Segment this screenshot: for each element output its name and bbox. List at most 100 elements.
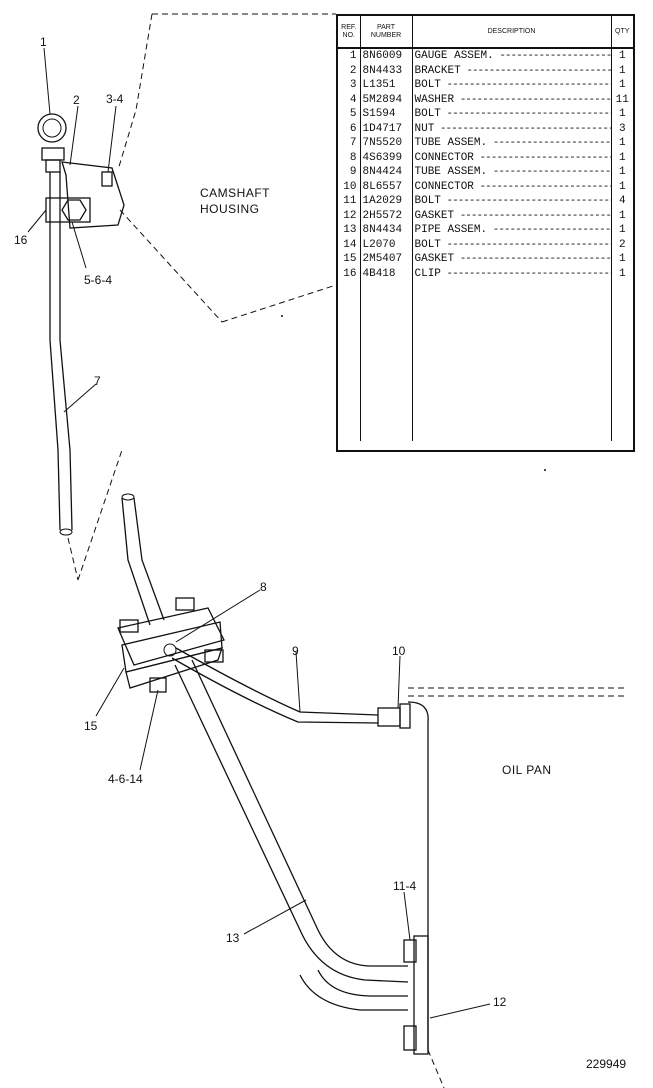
- gauge-assembly: [37, 113, 67, 173]
- blank-cell: [412, 281, 612, 441]
- description-cell: CONNECTOR ------------------------------…: [412, 179, 612, 194]
- description-cell: CONNECTOR ------------------------------…: [412, 150, 612, 165]
- header-ref-no: REF.NO.: [338, 16, 361, 49]
- ref-cell: 8: [338, 150, 361, 165]
- description-cell: BOLT -----------------------------------…: [412, 237, 612, 252]
- qty-cell: 1: [618, 180, 626, 193]
- ref-cell: 13: [338, 223, 361, 238]
- ref-cell: 4: [338, 92, 361, 107]
- qty-cell: 1: [618, 209, 626, 222]
- stray-dot: [281, 315, 283, 317]
- qty-cell: 2: [618, 238, 626, 251]
- qty-cell: 1: [618, 79, 626, 91]
- part-number-cell: 8N4424: [360, 165, 413, 180]
- ref-cell: 9: [338, 165, 361, 180]
- description-cell: BOLT -----------------------------------…: [412, 78, 612, 93]
- qty-cell: 3: [618, 122, 626, 135]
- qty-cell: 1: [618, 253, 626, 265]
- part-number-cell: S1594: [360, 107, 413, 122]
- description-cell: GASKET ---------------------------------…: [412, 208, 612, 223]
- header-description: DESCRIPTION: [412, 16, 612, 49]
- oil-pan-label: OIL PAN: [502, 763, 552, 777]
- ref-cell: 14: [338, 237, 361, 252]
- part-number-cell: 7N5520: [360, 136, 413, 151]
- qty-cell: 1: [618, 108, 626, 120]
- blank-cell: [360, 281, 413, 441]
- callout-13: 13: [226, 931, 240, 945]
- pipe-assembly: [174, 659, 409, 1011]
- ref-cell: 3: [338, 78, 361, 93]
- lower-flange: [403, 935, 429, 1055]
- oil-pan-outline: [407, 687, 628, 1088]
- description-cell: TUBE ASSEM. ----------------------------…: [412, 165, 612, 180]
- ref-cell: 15: [338, 252, 361, 267]
- gauge-tube-lower: [121, 493, 165, 626]
- callout-15: 15: [84, 719, 98, 733]
- callout-5-6-4: 5-6-4: [84, 273, 112, 287]
- ref-cell: 16: [338, 266, 361, 281]
- part-number-cell: 8N6009: [360, 48, 413, 64]
- description-cell: TUBE ASSEM. ----------------------------…: [412, 136, 612, 151]
- callout-16: 16: [14, 233, 28, 247]
- callout-7: 7: [94, 374, 101, 388]
- stray-dot: [544, 469, 546, 471]
- description-cell: BRACKET --------------------------------…: [412, 63, 612, 78]
- camshaft-housing-label-line2: HOUSING: [200, 202, 260, 216]
- part-number-cell: 5M2894: [360, 92, 413, 107]
- qty-cell: 4: [618, 195, 626, 207]
- qty-cell: 1: [618, 137, 626, 149]
- qty-cell: 1: [618, 166, 626, 178]
- qty-cell: 1: [618, 224, 626, 236]
- callout-3-4: 3-4: [106, 92, 124, 106]
- part-number-cell: 4S6399: [360, 150, 413, 165]
- leader-lines: [27, 47, 491, 1019]
- part-number-cell: L1351: [360, 78, 413, 93]
- callout-12: 12: [493, 995, 507, 1009]
- ref-cell: 6: [338, 121, 361, 136]
- callout-9: 9: [292, 644, 299, 658]
- table-blank-area: [338, 281, 633, 441]
- callout-8: 8: [260, 580, 267, 594]
- header-qty: QTY: [611, 16, 633, 49]
- ref-cell: 2: [338, 63, 361, 78]
- part-number-cell: 4B418: [360, 266, 413, 281]
- connector-tube: [171, 647, 411, 729]
- ref-cell: 5: [338, 107, 361, 122]
- camshaft-housing-label-line1: CAMSHAFT: [200, 186, 270, 200]
- qty-cell: 11: [615, 93, 629, 106]
- drawing-number: 229949: [586, 1057, 626, 1071]
- description-cell: CLIP -----------------------------------…: [412, 266, 612, 281]
- part-number-cell: L2070: [360, 237, 413, 252]
- description-cell: GASKET ---------------------------------…: [412, 252, 612, 267]
- ref-cell: 1: [338, 48, 361, 64]
- description-cell: BOLT -----------------------------------…: [412, 107, 612, 122]
- connector-flange: [117, 597, 225, 693]
- qty-cell: 1: [618, 50, 626, 62]
- description-cell: WASHER ---------------------------------…: [412, 92, 612, 107]
- part-number-cell: 8N4434: [360, 223, 413, 238]
- description-cell: GAUGE ASSEM. ---------------------------…: [412, 48, 612, 64]
- part-number-cell: 8L6557: [360, 179, 413, 194]
- qty-cell: 1: [618, 151, 626, 164]
- callout-11-4: 11-4: [393, 879, 416, 893]
- description-cell: NUT ------------------------------------…: [412, 121, 612, 136]
- ref-cell: 10: [338, 179, 361, 194]
